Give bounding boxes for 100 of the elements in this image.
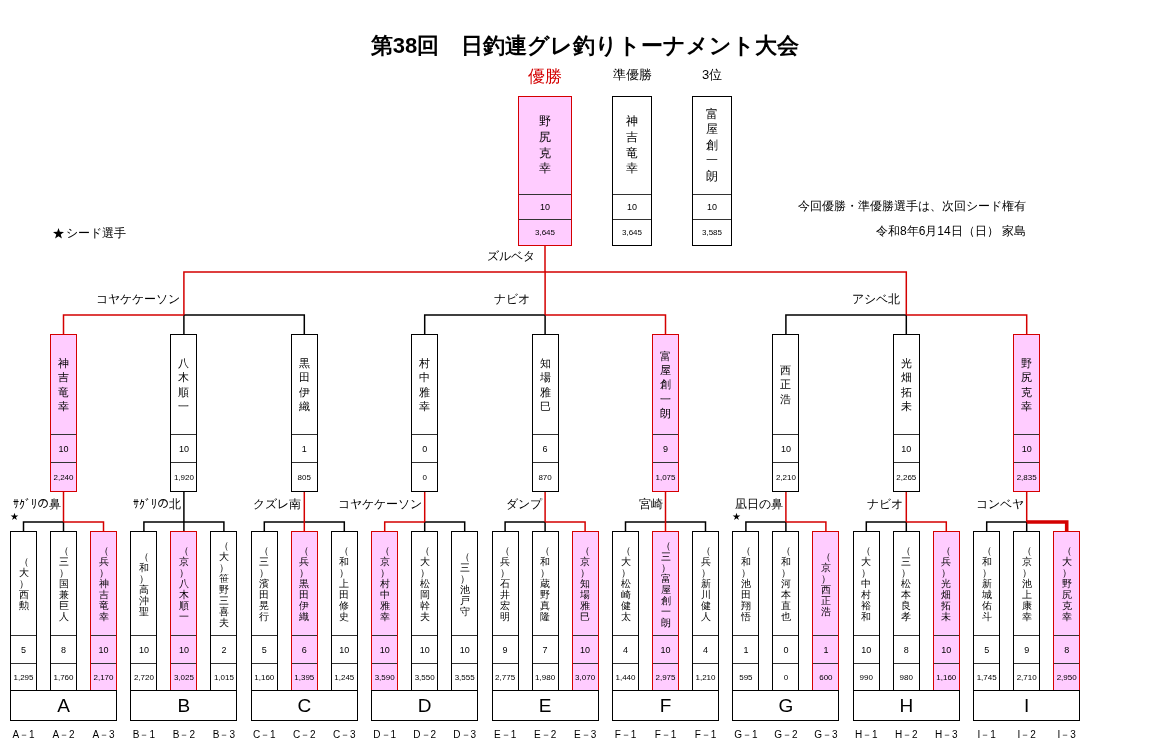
seed-mark: ★ [10, 511, 19, 523]
bracket-line [785, 521, 827, 532]
catch-count: 4 [693, 635, 718, 663]
entry-number: C－3 [332, 729, 356, 741]
entry-number: I－2 [1017, 729, 1036, 741]
player-name: （三）濱田晃行 [258, 545, 271, 622]
match-venue-label: ダンプ [506, 497, 543, 512]
entry-number: E－1 [494, 729, 517, 741]
bracket-line [504, 521, 546, 532]
player-card [772, 334, 800, 492]
group-panel: H [852, 690, 960, 721]
catch-count: 1 [291, 434, 317, 462]
player-name: 富屋創一朗 [659, 348, 672, 421]
player-card [170, 531, 198, 691]
rank-heading: 3位 [701, 67, 723, 83]
bracket-line [423, 521, 466, 532]
catch-count: 10 [171, 635, 197, 663]
player-name: 西正浩 [779, 363, 793, 406]
player-name: （兵）新川健人 [699, 545, 712, 622]
bracket-line [785, 491, 787, 523]
entry-number: G－3 [814, 729, 838, 741]
catch-weight: 0 [412, 462, 438, 491]
player-card [1013, 334, 1041, 492]
player-name: （兵）神吉竜幸 [97, 545, 110, 622]
bracket-line [303, 491, 306, 523]
bracket-line [62, 314, 185, 335]
bracket-line [544, 271, 908, 316]
player-name: 神吉竜幸 [625, 114, 639, 177]
bracket-line [664, 491, 667, 523]
player-name: （京）西正浩 [819, 550, 832, 617]
bracket-line [544, 314, 667, 335]
catch-count: 6 [532, 434, 558, 462]
catch-weight: 1,920 [171, 462, 197, 491]
catch-weight: 2,265 [893, 462, 919, 491]
entry-number: H－1 [854, 729, 878, 741]
catch-weight: 2,240 [51, 462, 76, 491]
player-card [732, 531, 760, 691]
player-card [411, 531, 439, 691]
catch-count: 1 [813, 635, 839, 663]
bracket-line [624, 521, 667, 532]
title: 第38回 日釣連グレ釣りトーナメント大会 [370, 33, 800, 60]
legend-text: シード選手 [66, 226, 126, 241]
catch-count: 10 [452, 635, 478, 663]
player-card [1053, 531, 1081, 691]
entry-number: D－2 [413, 729, 437, 741]
entry-number: A－1 [12, 729, 35, 741]
player-name: 村中雅幸 [418, 355, 432, 414]
bracket-line [745, 521, 787, 532]
entry-number: I－1 [977, 729, 996, 741]
bracket-line [544, 271, 546, 316]
player-name: （三）国兼巨人 [57, 545, 70, 622]
entry-number: D－1 [373, 729, 397, 741]
player-name: 野尻克幸 [538, 114, 552, 177]
catch-count: 5 [251, 635, 277, 663]
player-card [892, 334, 920, 492]
catch-count: 8 [1054, 635, 1080, 663]
catch-count: 7 [532, 635, 558, 663]
group-panel: I [973, 690, 1081, 721]
match-venue-label: コンベヤ [975, 497, 1024, 512]
bracket-line [905, 491, 908, 523]
bracket-line [303, 521, 346, 532]
catch-count: 10 [331, 635, 357, 663]
group-panel: A [10, 690, 117, 721]
player-card [531, 334, 559, 492]
player-card [451, 531, 479, 691]
player-card [571, 531, 599, 691]
bracket-line [905, 314, 1028, 335]
match-venue-label: ナビオ [867, 497, 904, 512]
player-name: 知場雅巳 [538, 355, 552, 414]
semifinal-venue-label: ナビオ [494, 292, 530, 307]
player-name: （和）高沖聖 [137, 550, 150, 617]
player-name: （大）松岡幹夫 [418, 545, 431, 622]
catch-weight: 3,645 [519, 219, 571, 245]
date-venue-text: 令和8年6月14日（日） 家島 [875, 224, 1026, 239]
bracket-line [544, 521, 586, 532]
bracket-line [383, 521, 426, 532]
player-name: （三）池戸守 [458, 550, 471, 617]
player-card [50, 531, 77, 691]
entry-number: E－2 [534, 729, 557, 741]
bracket-line [905, 521, 948, 532]
entry-number: B－1 [132, 729, 155, 741]
bracket-line [423, 314, 546, 335]
match-venue-label: 宮崎 [638, 497, 663, 512]
player-name: （大）松崎健太 [619, 545, 632, 622]
catch-count: 10 [519, 194, 571, 219]
player-name: （兵）光畑拓未 [940, 545, 953, 622]
rank-heading: 準優勝 [612, 67, 652, 83]
match-venue-label: ｻｸﾞﾘの北 [132, 497, 181, 512]
entry-number: H－3 [934, 729, 958, 741]
group-panel: G [732, 690, 840, 721]
catch-count: 10 [372, 635, 398, 663]
entry-number: A－2 [52, 729, 75, 741]
group-panel: C [250, 690, 358, 721]
bracket-line [1026, 520, 1069, 531]
player-card [411, 334, 439, 492]
entry-number: C－1 [252, 729, 276, 741]
bracket-line [785, 314, 908, 335]
entry-number: H－2 [894, 729, 918, 741]
player-card [250, 531, 278, 691]
bracket-line [62, 521, 105, 532]
